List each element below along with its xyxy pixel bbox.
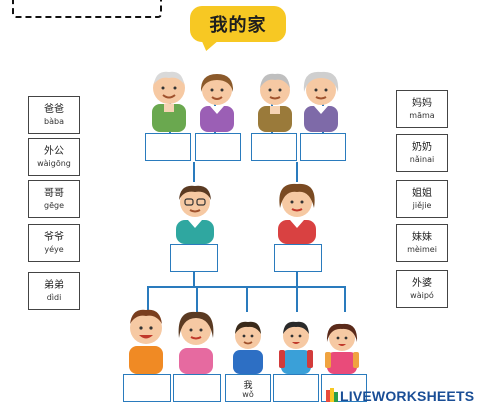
card-hanzi: 弟弟: [44, 280, 64, 291]
me-illustration: [233, 321, 263, 374]
answer-box-grandmother-paternal[interactable]: [195, 133, 241, 161]
card-left-2[interactable]: 外公 wàigōng: [28, 138, 80, 176]
tree-line: [246, 286, 248, 312]
answer-box-grandfather-maternal[interactable]: [251, 133, 297, 161]
title-bubble: 我的家: [190, 6, 286, 42]
answer-box-older-sister[interactable]: [173, 374, 221, 402]
grandmother-paternal-illustration: [200, 74, 234, 132]
card-left-1[interactable]: 爸爸 bàba: [28, 96, 80, 134]
tree-line: [193, 162, 195, 182]
card-pinyin: jiějie: [412, 201, 432, 210]
older-sister-illustration: [178, 311, 214, 374]
grandfather-paternal-illustration: [152, 71, 186, 132]
card-pinyin: mèimei: [407, 245, 437, 254]
tree-line: [296, 162, 298, 182]
me-hanzi: 我: [243, 381, 253, 391]
tree-line: [147, 286, 149, 312]
card-right-3[interactable]: 姐姐 jiějie: [396, 180, 448, 218]
tree-line: [344, 286, 346, 312]
card-right-2[interactable]: 奶奶 nǎinai: [396, 134, 448, 172]
tree-line: [296, 272, 298, 288]
tree-line: [296, 286, 298, 312]
card-pinyin: wàigōng: [37, 159, 71, 168]
card-hanzi: 妹妹: [412, 232, 432, 243]
answer-box-older-brother[interactable]: [123, 374, 171, 402]
card-right-5[interactable]: 外婆 wàipó: [396, 270, 448, 308]
answer-box-father[interactable]: [170, 244, 218, 272]
answer-box-mother[interactable]: [274, 244, 322, 272]
card-hanzi: 奶奶: [412, 142, 432, 153]
liveworksheets-logo-icon: [326, 388, 338, 402]
card-pinyin: dìdi: [46, 293, 62, 302]
card-pinyin: wàipó: [410, 291, 434, 300]
younger-brother-illustration: [279, 321, 313, 374]
card-left-4[interactable]: 爷爷 yéye: [28, 224, 80, 262]
grandfather-maternal-illustration: [258, 73, 292, 132]
father-illustration: [176, 185, 214, 244]
card-hanzi: 爷爷: [44, 232, 64, 243]
me-pinyin: wǒ: [242, 390, 254, 399]
card-pinyin: māma: [409, 111, 435, 120]
watermark-text: LIVEWORKSHEETS: [340, 388, 475, 404]
card-hanzi: 妈妈: [412, 98, 432, 109]
card-pinyin: yéye: [44, 245, 64, 254]
card-pinyin: bàba: [44, 117, 64, 126]
card-hanzi: 外婆: [412, 278, 432, 289]
dashed-frame: [12, 0, 162, 18]
card-right-1[interactable]: 妈妈 māma: [396, 90, 448, 128]
answer-box-me: 我 wǒ: [225, 374, 271, 402]
card-hanzi: 爸爸: [44, 104, 64, 115]
page-title: 我的家: [209, 15, 267, 36]
older-brother-illustration: [129, 309, 163, 374]
card-pinyin: gēge: [44, 201, 64, 210]
tree-line: [196, 286, 198, 312]
card-hanzi: 姐姐: [412, 188, 432, 199]
card-left-3[interactable]: 哥哥 gēge: [28, 180, 80, 218]
answer-box-grandfather-paternal[interactable]: [145, 133, 191, 161]
card-left-5[interactable]: 弟弟 dìdi: [28, 272, 80, 310]
card-hanzi: 外公: [44, 146, 64, 157]
younger-sister-illustration: [325, 323, 359, 374]
tree-line: [193, 272, 195, 288]
answer-box-younger-brother[interactable]: [273, 374, 319, 402]
mother-illustration: [278, 183, 316, 244]
card-right-4[interactable]: 妹妹 mèimei: [396, 224, 448, 262]
grandmother-maternal-illustration: [303, 71, 339, 132]
card-pinyin: nǎinai: [409, 155, 435, 164]
answer-box-grandmother-maternal[interactable]: [300, 133, 346, 161]
card-hanzi: 哥哥: [44, 188, 64, 199]
